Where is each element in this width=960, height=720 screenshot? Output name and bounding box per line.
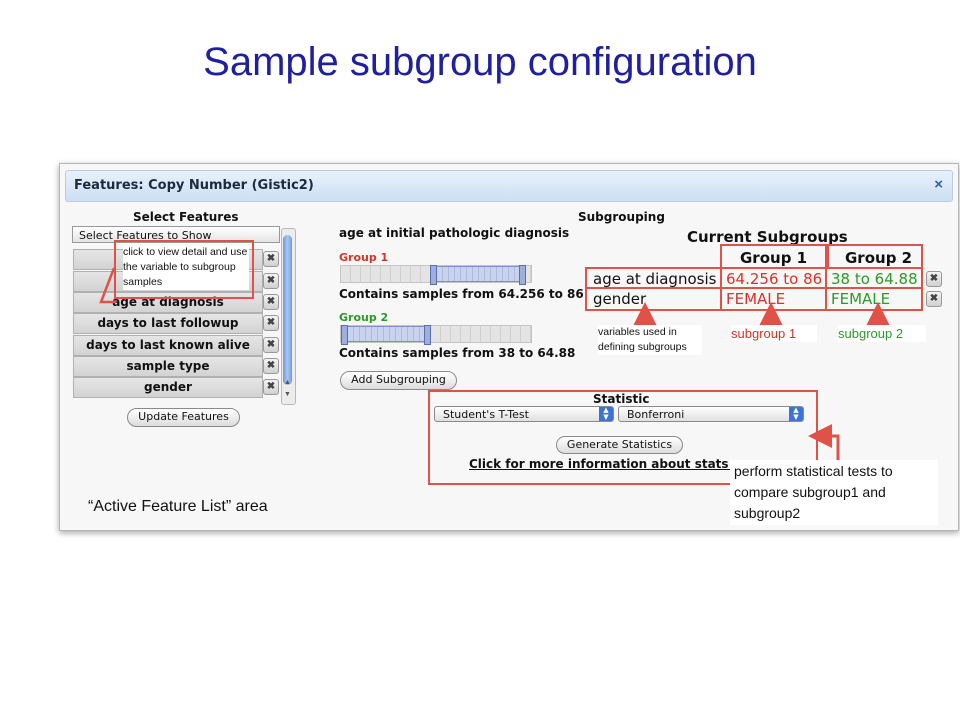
perform-tests-callout: perform statistical tests to compare sub…: [730, 460, 938, 525]
feature-item-days-to-last-followup[interactable]: days to last followup: [73, 313, 263, 334]
remove-feature-icon[interactable]: ✖: [263, 358, 279, 374]
feature-pointer-arrow: [99, 267, 116, 304]
remove-feature-icon[interactable]: ✖: [263, 251, 279, 267]
subgroup2-callout: subgroup 2: [838, 325, 926, 342]
feature-item-days-to-last-known-alive[interactable]: days to last known alive: [73, 335, 263, 356]
remove-feature-icon[interactable]: ✖: [263, 273, 279, 289]
scroll-down-icon[interactable]: ▼: [284, 391, 291, 398]
group1-range-slider[interactable]: [340, 265, 532, 285]
group1-column-header: Group 1: [740, 249, 808, 267]
feature-item-sample-type[interactable]: sample type: [73, 356, 263, 377]
group2-column-header: Group 2: [845, 249, 913, 267]
group1-value-cell: 64.256 to 86: [726, 270, 823, 288]
stats-info-link[interactable]: Click for more information about stats o: [469, 457, 741, 471]
click-detail-callout-box: [114, 240, 254, 299]
group2-range-slider[interactable]: [340, 325, 532, 345]
scroll-up-icon[interactable]: ▲: [284, 379, 291, 386]
select-features-dropdown[interactable]: Select Features to Show: [72, 226, 280, 243]
select-arrows-icon[interactable]: ▲▼: [599, 407, 613, 421]
annotation-divider: [720, 267, 722, 309]
group2-contains-text: Contains samples from 38 to 64.88: [339, 346, 576, 360]
click-detail-callout: click to view detail and use the variabl…: [123, 245, 249, 290]
group2-label: Group 2: [339, 311, 389, 324]
statistic-heading: Statistic: [593, 392, 650, 406]
scrollbar-thumb[interactable]: [283, 235, 292, 385]
current-subgroups-heading: Current Subgroups: [687, 228, 848, 246]
slider-handle[interactable]: [424, 325, 431, 345]
group2-value-cell: 38 to 64.88: [831, 270, 918, 288]
group1-header-highlight: [720, 244, 829, 269]
annotation-divider: [825, 267, 827, 309]
slider-handle[interactable]: [430, 265, 437, 285]
remove-feature-icon[interactable]: ✖: [263, 379, 279, 395]
group1-contains-text: Contains samples from 64.256 to 86: [339, 287, 584, 301]
correction-value: Bonferroni: [627, 408, 685, 421]
statistic-test-value: Student's T-Test: [443, 408, 529, 421]
subgroup-variable-cell: age at diagnosis: [593, 270, 717, 288]
feature-item-gender[interactable]: gender: [73, 377, 263, 398]
generate-statistics-button[interactable]: Generate Statistics: [556, 436, 683, 454]
subgroup-variable-title: age at initial pathologic diagnosis: [339, 226, 570, 240]
statistic-test-select[interactable]: Student's T-Test ▲▼: [434, 406, 614, 422]
subgroup-variable-cell: gender: [593, 290, 647, 308]
group1-label: Group 1: [339, 251, 389, 264]
add-subgrouping-button[interactable]: Add Subgrouping: [340, 371, 457, 390]
update-features-button[interactable]: Update Features: [127, 408, 240, 427]
dialog-header: Features: Copy Number (Gistic2) ×: [65, 170, 953, 202]
remove-subgroup-icon[interactable]: ✖: [926, 271, 942, 287]
select-features-heading: Select Features: [133, 210, 239, 224]
variables-used-callout: variables used in defining subgroups: [598, 325, 702, 355]
dialog-title: Features: Copy Number (Gistic2): [74, 178, 314, 193]
slide-title: Sample subgroup configuration: [203, 40, 757, 84]
remove-subgroup-icon[interactable]: ✖: [926, 291, 942, 307]
remove-feature-icon[interactable]: ✖: [263, 294, 279, 310]
features-dialog: Features: Copy Number (Gistic2) ×: [59, 163, 959, 531]
slider-handle[interactable]: [341, 325, 348, 345]
subgroup1-callout: subgroup 1: [731, 325, 817, 342]
slider-handle[interactable]: [519, 265, 526, 285]
feature-list-scrollbar[interactable]: ▲ ▼: [281, 228, 296, 405]
group2-header-highlight: [825, 244, 923, 269]
statistic-arrow: [808, 424, 840, 460]
remove-feature-icon[interactable]: ✖: [263, 337, 279, 353]
correction-select[interactable]: Bonferroni ▲▼: [618, 406, 804, 422]
remove-feature-icon[interactable]: ✖: [263, 315, 279, 331]
active-feature-list-callout: “Active Feature List” area: [88, 498, 268, 515]
select-arrows-icon[interactable]: ▲▼: [789, 407, 803, 421]
close-icon[interactable]: ×: [934, 176, 943, 193]
subgrouping-heading: Subgrouping: [578, 210, 665, 224]
annotation-divider: [585, 287, 922, 289]
